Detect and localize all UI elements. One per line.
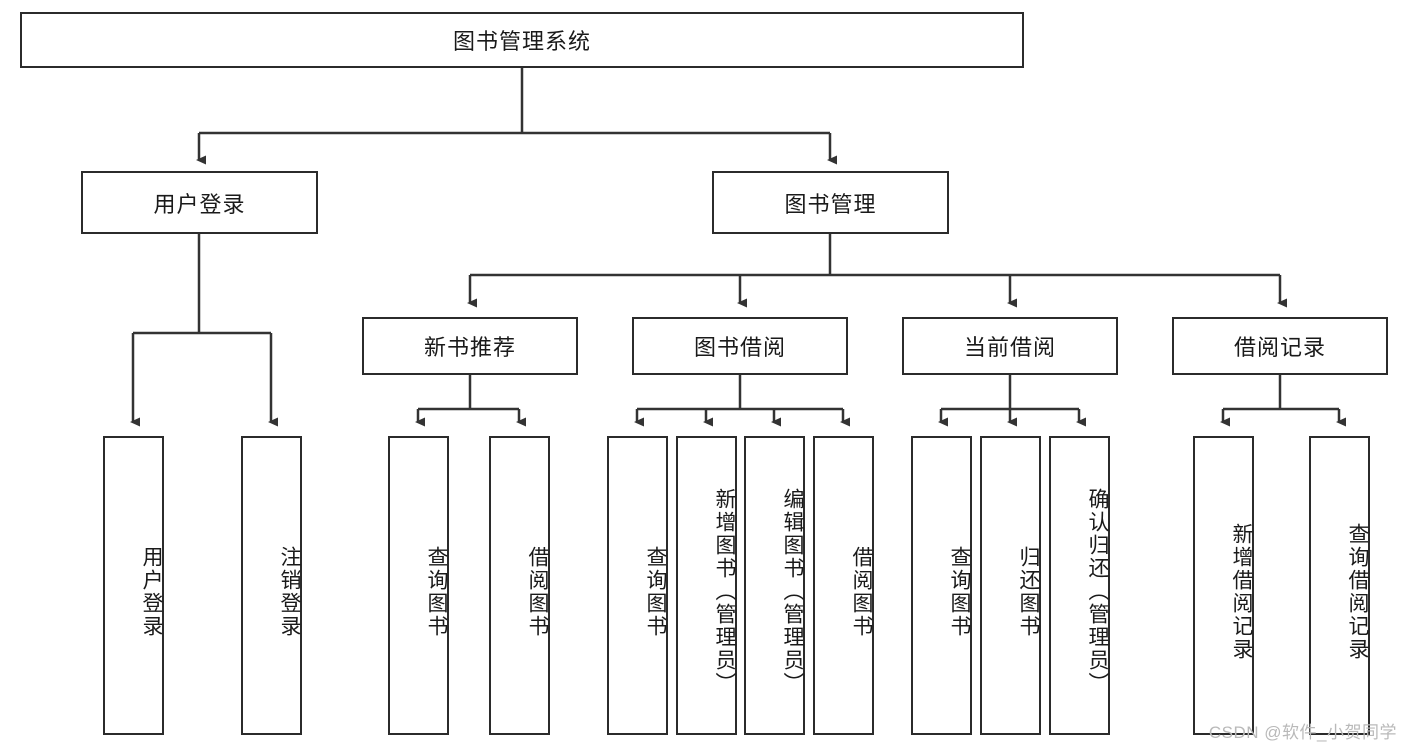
node-borrow-record-label: 借阅记录 bbox=[1233, 335, 1326, 360]
node-user-login-label: 用户登录 bbox=[153, 191, 246, 217]
leaf-user-login[interactable]: 用户登录 bbox=[103, 436, 164, 735]
leaf-borrow-book-2-label: 借阅图书 bbox=[850, 545, 873, 638]
node-borrow-record[interactable]: 借阅记录 bbox=[1172, 317, 1388, 375]
node-root[interactable]: 图书管理系统 bbox=[20, 12, 1024, 68]
leaf-user-login-label: 用户登录 bbox=[140, 545, 163, 638]
leaf-confirm-return-label: 确认归还（管理员） bbox=[1086, 488, 1109, 695]
leaf-query-book-3[interactable]: 查询图书 bbox=[911, 436, 972, 735]
leaf-edit-book-label: 编辑图书（管理员） bbox=[781, 488, 804, 695]
leaf-add-book-label: 新增图书（管理员） bbox=[713, 488, 736, 695]
leaf-return-book[interactable]: 归还图书 bbox=[980, 436, 1041, 735]
node-user-login[interactable]: 用户登录 bbox=[81, 171, 318, 234]
leaf-edit-book[interactable]: 编辑图书（管理员） bbox=[744, 436, 805, 735]
leaf-borrow-book-1[interactable]: 借阅图书 bbox=[489, 436, 550, 735]
node-book-manage[interactable]: 图书管理 bbox=[712, 171, 949, 234]
leaf-borrow-book-2[interactable]: 借阅图书 bbox=[813, 436, 874, 735]
node-root-label: 图书管理系统 bbox=[452, 29, 591, 54]
node-new-book-rec-label: 新书推荐 bbox=[423, 335, 516, 360]
leaf-add-record-label: 新增借阅记录 bbox=[1230, 522, 1253, 661]
node-book-borrow[interactable]: 图书借阅 bbox=[632, 317, 848, 375]
leaf-user-logout-label: 注销登录 bbox=[278, 545, 301, 638]
leaf-query-book-1[interactable]: 查询图书 bbox=[388, 436, 449, 735]
leaf-query-book-2-label: 查询图书 bbox=[644, 545, 667, 638]
leaf-query-book-1-label: 查询图书 bbox=[425, 545, 448, 638]
node-book-manage-label: 图书管理 bbox=[784, 191, 877, 217]
leaf-query-book-2[interactable]: 查询图书 bbox=[607, 436, 668, 735]
node-current-borrow[interactable]: 当前借阅 bbox=[902, 317, 1118, 375]
leaf-user-logout[interactable]: 注销登录 bbox=[241, 436, 302, 735]
watermark: CSDN @软件_小贺同学 bbox=[1208, 723, 1397, 742]
leaf-confirm-return[interactable]: 确认归还（管理员） bbox=[1049, 436, 1110, 735]
leaf-query-record[interactable]: 查询借阅记录 bbox=[1309, 436, 1370, 735]
leaf-borrow-book-1-label: 借阅图书 bbox=[526, 545, 549, 638]
leaf-add-record[interactable]: 新增借阅记录 bbox=[1193, 436, 1254, 735]
node-new-book-rec[interactable]: 新书推荐 bbox=[362, 317, 578, 375]
leaf-return-book-label: 归还图书 bbox=[1017, 545, 1040, 638]
leaf-add-book[interactable]: 新增图书（管理员） bbox=[676, 436, 737, 735]
node-book-borrow-label: 图书借阅 bbox=[693, 335, 786, 360]
node-current-borrow-label: 当前借阅 bbox=[963, 335, 1056, 360]
leaf-query-book-3-label: 查询图书 bbox=[948, 545, 971, 638]
leaf-query-record-label: 查询借阅记录 bbox=[1346, 522, 1369, 661]
